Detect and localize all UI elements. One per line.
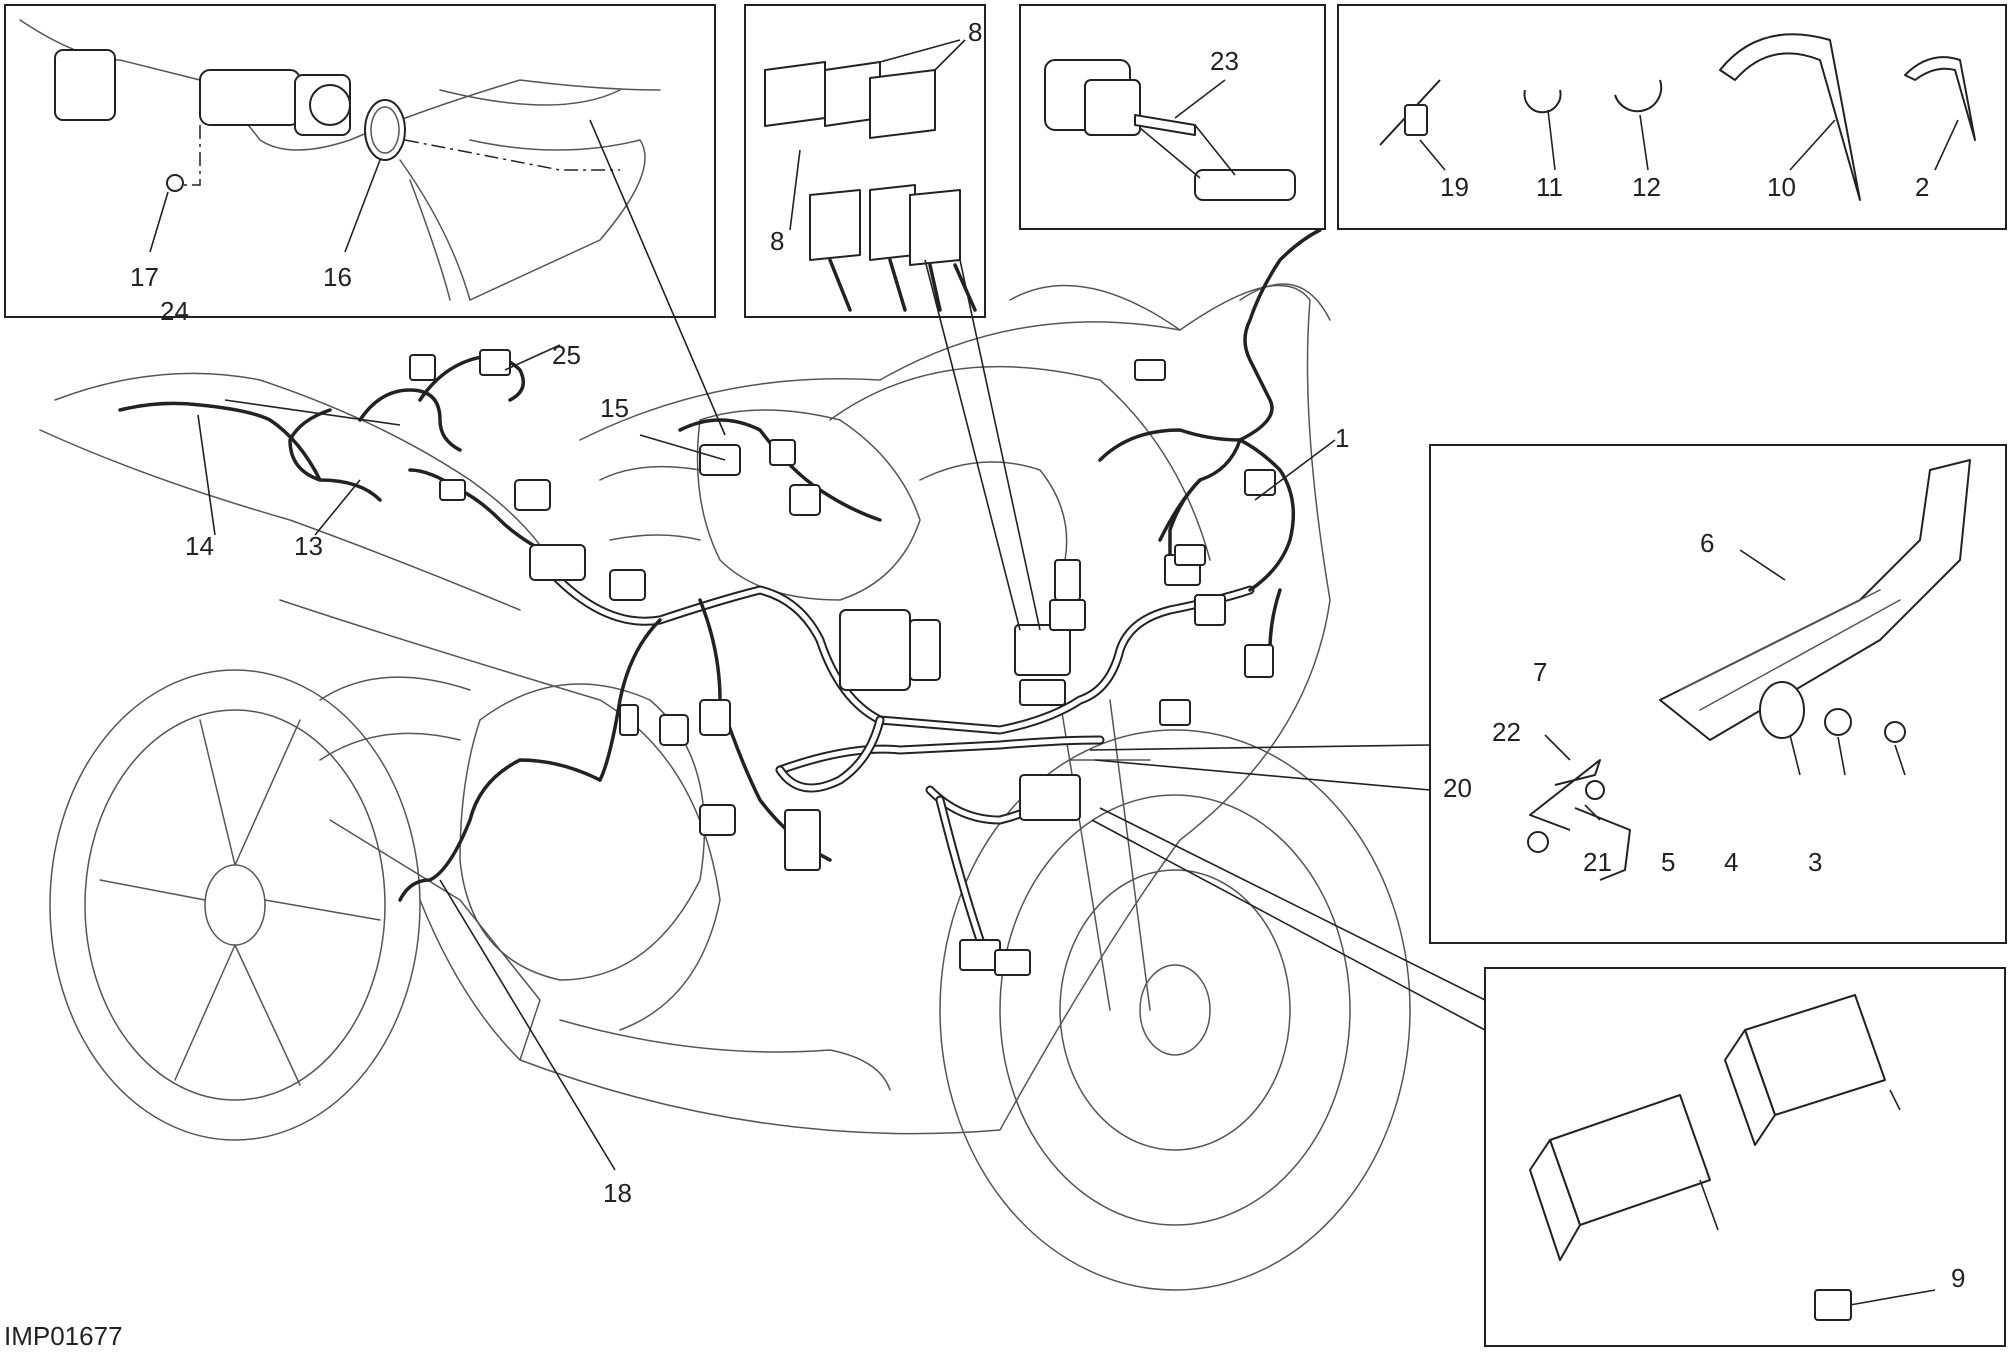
inset-connector-oring (19, 19, 661, 301)
callout-18: 18 (603, 1178, 632, 1208)
callout-4: 4 (1724, 847, 1738, 877)
inset-control-units (1529, 994, 1936, 1321)
callout-14: 14 (185, 531, 214, 561)
callout-6: 6 (1700, 528, 1714, 558)
callout-25: 25 (552, 340, 581, 370)
inset-bracket-assembly (1527, 459, 1971, 881)
callout-13: 13 (294, 531, 323, 561)
inset-connector-23 (1044, 59, 1296, 201)
callout-21: 21 (1583, 847, 1612, 877)
inset-clips-ties (1379, 33, 1976, 201)
motorcycle-outline (39, 283, 1411, 1291)
callout-3: 3 (1808, 847, 1822, 877)
callout-8-top: 8 (968, 17, 982, 47)
callout-24: 24 (160, 296, 189, 326)
callout-17: 17 (130, 262, 159, 292)
callout-22: 22 (1492, 717, 1521, 747)
callout-labels: 1 2 3 4 5 6 7 8 8 9 10 11 12 13 14 15 16… (4, 17, 1965, 1351)
callout-2: 2 (1915, 172, 1929, 202)
callout-9: 9 (1951, 1263, 1965, 1293)
inset-relays (764, 39, 977, 312)
inset-frames (4, 4, 2007, 1347)
harness-connectors (409, 349, 1276, 976)
callout-15: 15 (600, 393, 629, 423)
callout-10: 10 (1767, 172, 1796, 202)
leader-lines (197, 119, 1486, 1171)
main-wiring-harness (118, 228, 1322, 945)
callout-7: 7 (1533, 657, 1547, 687)
callout-19: 19 (1440, 172, 1469, 202)
callout-11: 11 (1536, 172, 1563, 202)
callout-12: 12 (1632, 172, 1661, 202)
callout-23: 23 (1210, 46, 1239, 76)
drawing-code: IMP01677 (4, 1321, 123, 1351)
callout-16: 16 (323, 262, 352, 292)
callout-5: 5 (1661, 847, 1675, 877)
callout-20: 20 (1443, 773, 1472, 803)
callout-8-side: 8 (770, 226, 784, 256)
callout-1: 1 (1335, 423, 1349, 453)
